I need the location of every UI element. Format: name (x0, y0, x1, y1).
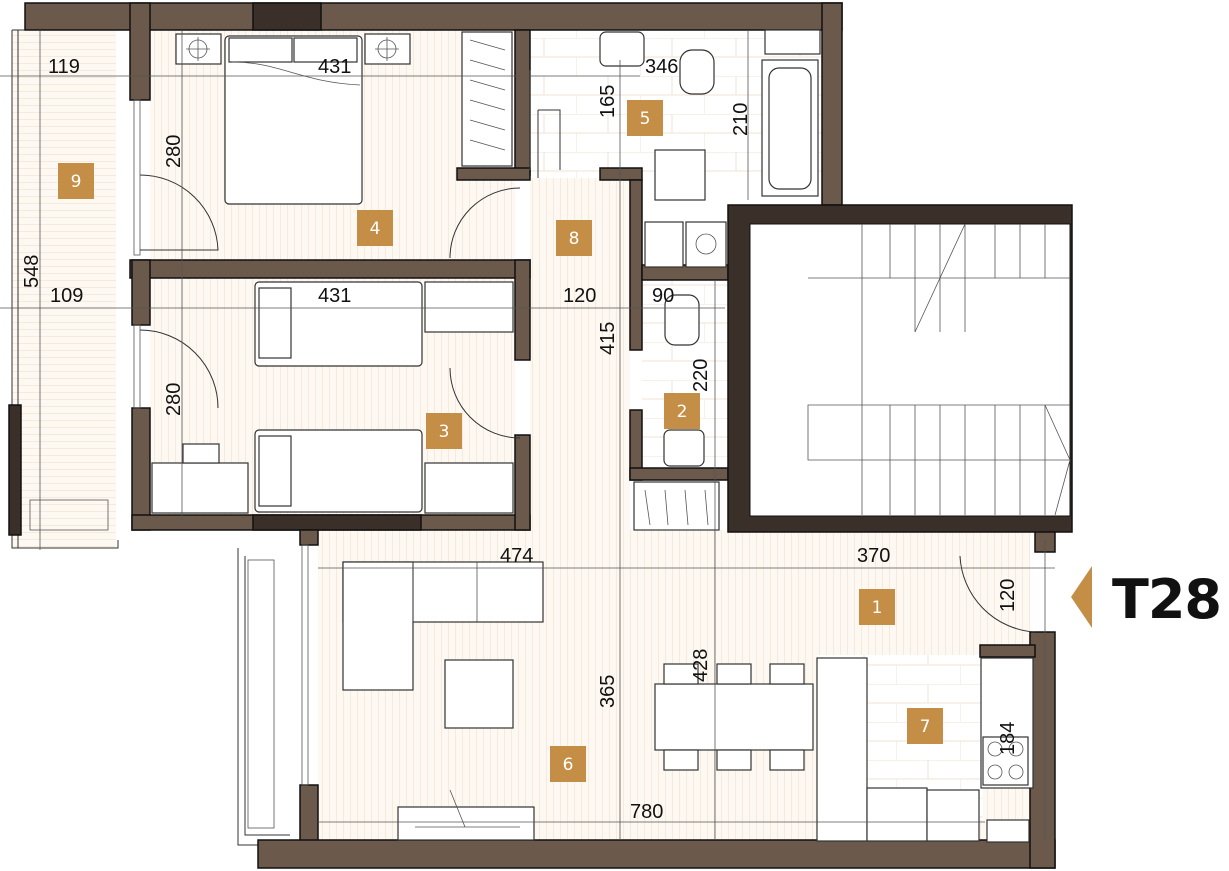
dim-wc-length: 220 (690, 359, 712, 392)
room-label-4: 4 (357, 210, 393, 246)
appliance (644, 221, 684, 268)
svg-text:4: 4 (370, 219, 381, 239)
room-labels: 9 4 8 5 3 2 1 7 6 (58, 100, 943, 782)
dining-table (654, 683, 814, 751)
boiler (764, 29, 821, 55)
svg-text:9: 9 (71, 172, 82, 192)
dim-dining-depth: 428 (690, 649, 712, 682)
dim-bedroom3-width: 431 (318, 285, 351, 307)
svg-text:5: 5 (640, 109, 651, 129)
entrance-arrow-icon (1071, 566, 1092, 628)
desk (151, 462, 249, 514)
wardrobe (424, 281, 514, 333)
doors (139, 109, 1036, 633)
dim-balcony-length: 548 (21, 255, 43, 288)
dim-bath-height-a: 165 (597, 85, 619, 118)
sink (599, 31, 645, 67)
room-label-3: 3 (426, 413, 462, 449)
dim-hall-width: 120 (563, 285, 596, 307)
nightstand (175, 33, 222, 65)
dim-hall-length: 415 (597, 322, 619, 355)
dim-living-depth: 365 (597, 675, 619, 708)
room-label-1: 1 (859, 589, 895, 625)
room-label-9: 9 (58, 163, 94, 199)
toilet (664, 294, 700, 346)
dimension-labels: 119 431 346 165 210 280 548 109 431 120 … (21, 56, 1019, 823)
svg-text:8: 8 (569, 229, 580, 249)
room-label-6: 6 (550, 746, 586, 782)
dim-wc-width: 90 (652, 285, 674, 307)
dim-total-width: 780 (630, 801, 663, 823)
dim-balcony-width-b: 109 (50, 285, 83, 307)
room-label-8: 8 (556, 220, 592, 256)
balcony-floor (12, 30, 116, 548)
dimension-lines (0, 30, 1055, 840)
stair-core (727, 204, 1073, 533)
balcony-railing (8, 404, 22, 536)
wardrobe (633, 481, 720, 531)
dim-kitchen-depth: 184 (997, 722, 1019, 755)
dim-bath-width: 346 (645, 56, 678, 78)
dim-living-width: 474 (500, 545, 533, 567)
furniture (151, 29, 1034, 843)
wardrobe (461, 31, 513, 167)
washing-machine (654, 149, 706, 201)
chairs (663, 663, 805, 771)
double-bed (224, 35, 363, 205)
toilet (679, 49, 715, 95)
balcony-outline (8, 29, 300, 846)
kitchen-sink (866, 787, 928, 842)
dim-bedroom4-depth: 280 (163, 135, 185, 168)
coffee-table (444, 659, 514, 729)
dishwasher (926, 789, 980, 842)
bed (254, 429, 423, 513)
wardrobe (424, 462, 514, 514)
walls (24, 2, 1056, 869)
dim-entry-depth: 120 (997, 579, 1019, 612)
room-label-5: 5 (627, 100, 663, 136)
kitchen-cabinet (816, 657, 868, 842)
dim-bedroom4-width: 431 (318, 56, 351, 78)
svg-text:2: 2 (677, 402, 688, 422)
meter-box (986, 819, 1030, 843)
boiler (685, 221, 727, 268)
svg-text:1: 1 (872, 598, 883, 618)
sink (663, 429, 705, 467)
dim-bedroom3-depth: 280 (163, 383, 185, 416)
unit-code: T28 (1112, 568, 1222, 631)
svg-text:3: 3 (439, 422, 450, 442)
tv-unit (397, 806, 535, 841)
bed (254, 281, 423, 367)
svg-text:6: 6 (563, 755, 574, 775)
sofa-chaise (342, 561, 414, 691)
dim-bath-height-b: 210 (730, 103, 752, 136)
svg-text:7: 7 (920, 717, 931, 737)
dim-balcony-width: 119 (48, 56, 80, 78)
dim-entry-width: 370 (857, 545, 890, 567)
windows (133, 99, 309, 786)
room-label-2: 2 (664, 393, 700, 429)
room-label-7: 7 (907, 708, 943, 744)
